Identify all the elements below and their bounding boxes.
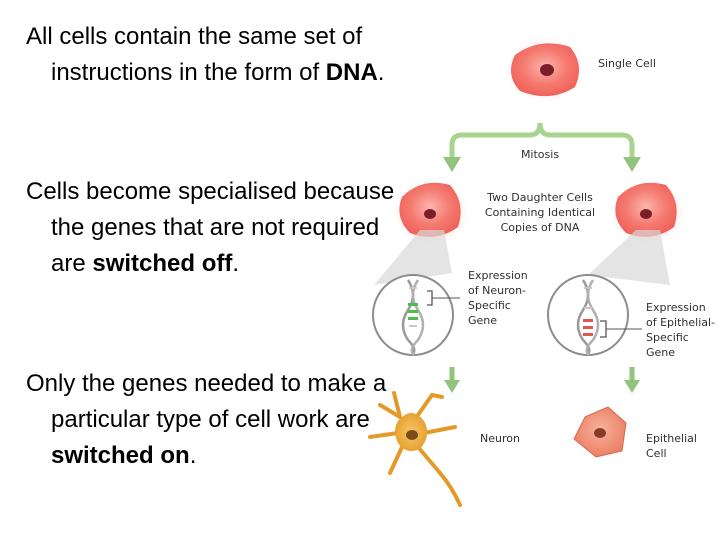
- paragraph-switched-off: Cells become specialised because the gen…: [26, 174, 396, 282]
- keyword-switched-on: switched on: [51, 442, 190, 469]
- arrow-down-left-icon: [444, 367, 460, 393]
- label-daughter-line2: Containing Identical: [484, 206, 596, 219]
- paragraph-switched-on-text: Only the genes needed to make a particul…: [26, 370, 387, 433]
- label-daughter-cells: Two Daughter Cells Containing Identical …: [480, 190, 600, 235]
- epithelial-cell-icon: [573, 406, 627, 458]
- paragraph-switched-on: Only the genes needed to make a particul…: [26, 366, 396, 474]
- paragraph-switched-off-end: .: [232, 250, 240, 277]
- keyword-dna: DNA: [325, 59, 378, 86]
- dna-magnifier-left-icon: [372, 274, 454, 356]
- zoom-cone-left: [374, 230, 452, 285]
- neuron-icon: [368, 391, 462, 507]
- single-cell-icon: [503, 33, 587, 105]
- keyword-switched-off: switched off: [92, 250, 233, 277]
- diagram-graphics: [368, 33, 688, 507]
- label-epithelial-cell: Epithelial Cell: [646, 431, 697, 461]
- label-neuron-expr-line3: Specific: [468, 299, 511, 312]
- label-mitosis: Mitosis: [520, 148, 560, 161]
- label-daughter-line3: Copies of DNA: [500, 221, 580, 234]
- label-neuron-expression: Expression of Neuron- Specific Gene: [468, 268, 528, 328]
- arrow-right-down-icon: [623, 157, 641, 172]
- mitosis-arrows: [449, 122, 635, 168]
- paragraph-switched-off-text: Cells become specialised because the gen…: [26, 178, 395, 277]
- paragraph-dna: All cells contain the same set of instru…: [26, 19, 396, 91]
- label-epithelial-line2: Cell: [646, 447, 667, 460]
- label-epi-expr-line4: Gene: [646, 346, 676, 359]
- label-neuron-expr-line2: of Neuron-: [468, 284, 527, 297]
- daughter-cell-left-icon: [392, 179, 472, 247]
- paragraph-switched-on-end: .: [189, 442, 197, 469]
- label-epi-expr-line2: of Epithelial-: [646, 316, 716, 329]
- label-daughter-line1: Two Daughter Cells: [487, 191, 593, 204]
- paragraph-dna-end: .: [377, 59, 385, 86]
- paragraph-dna-text: All cells contain the same set of instru…: [26, 23, 363, 86]
- label-single-cell: Single Cell: [598, 57, 656, 70]
- label-neuron-expr-line4: Gene: [468, 314, 498, 327]
- label-epithelial-line1: Epithelial: [646, 432, 697, 445]
- arrow-left-down-icon: [443, 157, 461, 172]
- daughter-cell-right-icon: [608, 179, 688, 247]
- dna-magnifier-right-icon: [547, 274, 629, 356]
- label-epithelial-expression: Expression of Epithelial- Specific Gene: [646, 300, 715, 360]
- label-epi-expr-line3: Specific: [646, 331, 689, 344]
- label-epi-expr-line1: Expression: [646, 301, 706, 314]
- cell-differentiation-diagram: Single Cell Mitosis Two Daughter Cells C…: [360, 25, 720, 515]
- label-neuron: Neuron: [480, 432, 520, 445]
- label-neuron-expr-line1: Expression: [468, 269, 528, 282]
- arrow-down-right-icon: [624, 367, 640, 393]
- zoom-cone-right: [588, 230, 670, 285]
